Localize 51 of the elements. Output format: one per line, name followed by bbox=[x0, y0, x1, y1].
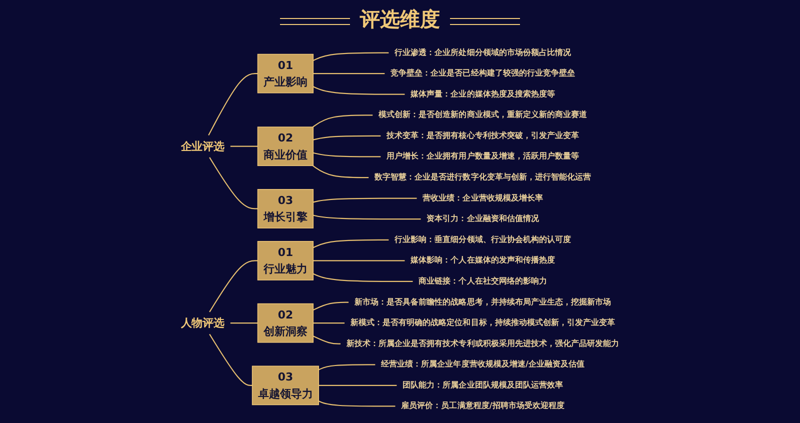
connector bbox=[312, 86, 405, 95]
node-box: 01 产业影响 bbox=[257, 54, 314, 94]
connector bbox=[313, 73, 385, 74]
node-text: 竞争壁垒：企业是否已经构建了较强的行业竞争壁垒 bbox=[390, 68, 576, 78]
connector bbox=[230, 146, 258, 147]
node-text: 营收业绩：企业营收规模及增长率 bbox=[422, 193, 543, 203]
node-text: 技术变革：是否拥有核心专利技术突破，引发产业变革 bbox=[386, 130, 580, 140]
node-text: 新模式：是否有明确的战略定位和目标，持续推动模式创新，引发产业变革 bbox=[350, 318, 616, 328]
node-text: 行业渗透：企业所处细分领域的市场份额占比情况 bbox=[394, 47, 572, 57]
diagram-title: 评选维度 bbox=[358, 7, 441, 31]
connector bbox=[312, 273, 413, 282]
node-text: 新市场：是否具备前瞻性的战略思考，并持续布局产业生态，挖掘新市场 bbox=[354, 296, 612, 306]
node-text: 模式创新：是否创造新的商业模式，重新定义新的商业赛道 bbox=[378, 110, 588, 120]
connector bbox=[318, 400, 396, 407]
connector bbox=[209, 157, 258, 210]
connector bbox=[313, 135, 381, 140]
node-box: 03 增长引擎 bbox=[257, 189, 314, 228]
node-text: 资本引力：企业融资和估值情况 bbox=[426, 214, 539, 224]
connector bbox=[318, 364, 376, 370]
connector bbox=[313, 152, 381, 158]
node-box: 01 行业魅力 bbox=[257, 240, 314, 280]
node-text: 雇员评价：员工满意程度/招聘市场受欢迎程度 bbox=[401, 400, 565, 410]
node-text: 商业链接：个人在社交网络的影响力 bbox=[418, 276, 547, 286]
node-box: 02 创新洞察 bbox=[257, 303, 314, 343]
connector bbox=[313, 322, 345, 324]
node-box: 02 商业价值 bbox=[257, 126, 314, 166]
connector bbox=[312, 336, 341, 344]
connector bbox=[312, 302, 349, 310]
connector bbox=[312, 114, 373, 128]
connector bbox=[312, 239, 389, 248]
connector bbox=[312, 165, 369, 178]
node-text: 人物评选 bbox=[180, 316, 225, 330]
node-box: 03 卓越领导力 bbox=[252, 366, 320, 406]
node-text: 经营业绩：所属企业年度营收规模及增速/企业融资及估值 bbox=[381, 359, 585, 369]
connector bbox=[313, 260, 405, 262]
node-text: 媒体声量：企业的媒体热度及搜索热度等 bbox=[410, 89, 556, 99]
connector bbox=[209, 334, 252, 386]
connector bbox=[312, 52, 389, 61]
node-text: 数字智慧：企业是否进行数字化变革与创新，进行智能化运营 bbox=[374, 172, 592, 182]
node-text: 新技术：所属企业是否拥有技术专利或积极采用先进技术，强化产品研发能力 bbox=[346, 338, 620, 348]
node-text: 企业评选 bbox=[180, 140, 225, 153]
node-text: 用户增长：企业拥有用户数量及增速，活跃用户数量等 bbox=[386, 151, 580, 161]
connector bbox=[209, 260, 258, 312]
connector bbox=[313, 214, 421, 220]
connector bbox=[313, 198, 417, 203]
connector bbox=[230, 322, 258, 324]
connector bbox=[208, 73, 258, 136]
connector bbox=[318, 384, 397, 386]
node-text: 媒体影响：个人在媒体的发声和传播热度 bbox=[410, 255, 556, 265]
node-text: 行业影响：垂直细分领域、行业协会机构的认可度 bbox=[394, 234, 572, 244]
node-text: 团队能力：所属企业团队规模及团队运营效率 bbox=[402, 380, 564, 390]
